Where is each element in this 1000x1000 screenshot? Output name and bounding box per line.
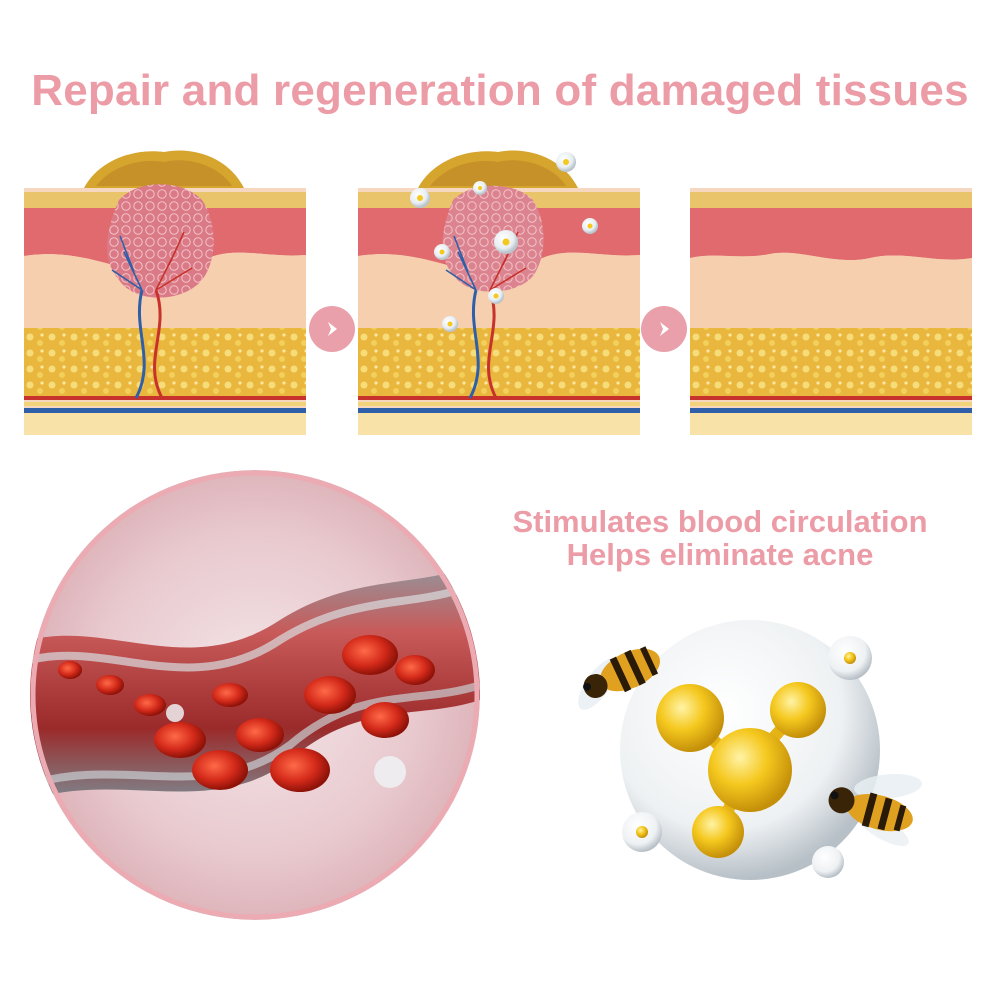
skin-panel-repaired — [690, 140, 972, 435]
skin-panel-healing — [358, 140, 640, 435]
bee-icon — [828, 774, 922, 846]
claim-eliminate-acne: Helps eliminate acne — [566, 537, 874, 572]
benefit-claims: Stimulates blood circulation Helps elimi… — [470, 505, 970, 571]
red-blood-cells — [58, 635, 435, 792]
step-arrow-2 — [641, 306, 687, 352]
skin-panel-damaged — [24, 140, 306, 435]
molecule-structure — [656, 682, 826, 858]
bee-icon — [578, 646, 660, 710]
propolis-molecule-illustration — [550, 600, 970, 900]
serum-particles — [410, 152, 598, 332]
blood-vessel-illustration — [30, 470, 480, 920]
page-title: Repair and regeneration of damaged tissu… — [31, 66, 969, 115]
chevron-right-icon — [322, 319, 342, 339]
chevron-right-icon — [654, 319, 674, 339]
step-arrow-1 — [309, 306, 355, 352]
claim-blood-circulation: Stimulates blood circulation — [512, 504, 928, 539]
